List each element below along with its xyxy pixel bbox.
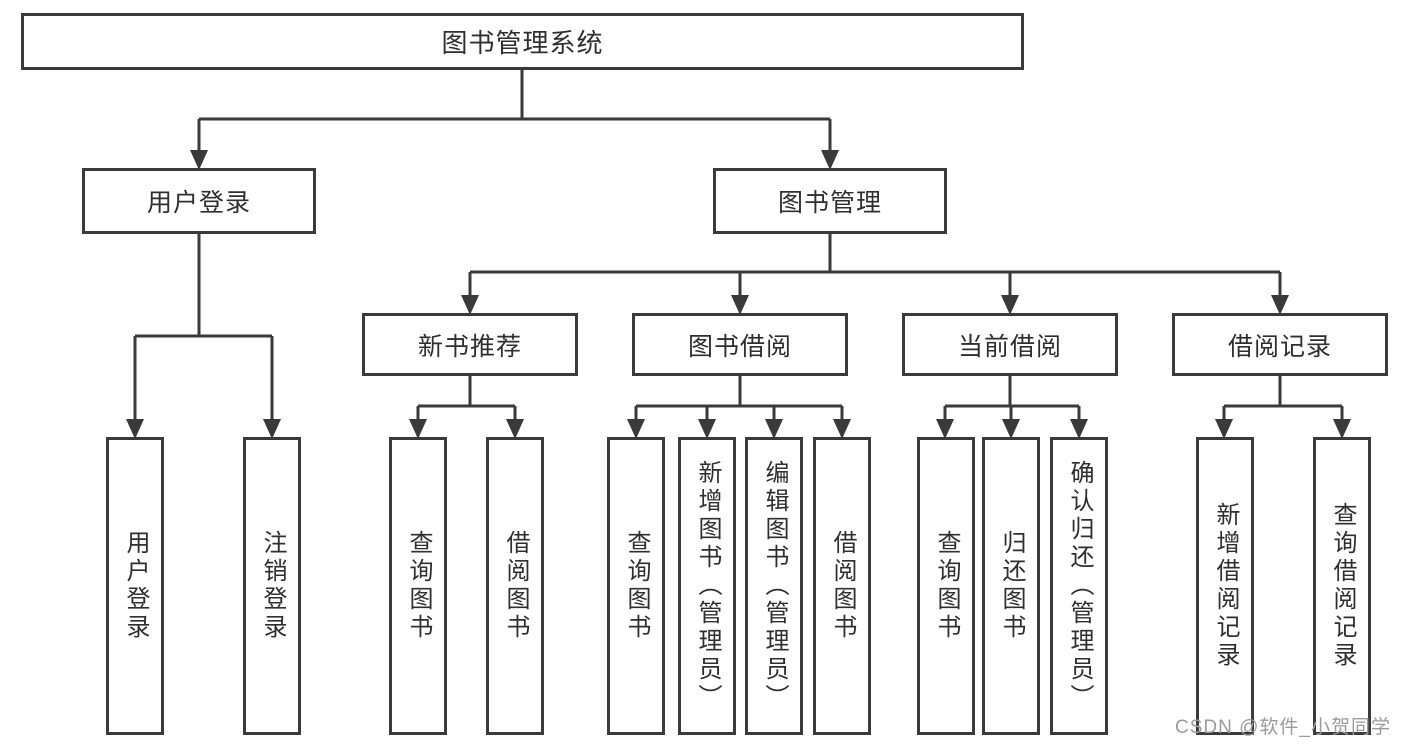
node-label: 借阅图书 <box>502 530 529 642</box>
node-label: 查询图书 <box>405 530 432 642</box>
leaf-borrow-books: 借阅图书 <box>813 437 871 735</box>
node-label: 用户登录 <box>146 189 251 217</box>
node-label: 查询借阅记录 <box>1329 502 1356 670</box>
leaf-query-borrow-record: 查询借阅记录 <box>1313 437 1371 735</box>
node-label: 当前借阅 <box>957 332 1062 361</box>
watermark: CSDN @软件_小贺同学 <box>1175 717 1391 738</box>
leaf-confirm-return-admin: 确认归还（管理员） <box>1050 437 1108 735</box>
node-label: 编辑图书（管理员） <box>761 460 788 712</box>
leaf-add-borrow-record: 新增借阅记录 <box>1196 437 1254 735</box>
node-label: 图书借阅 <box>687 332 792 361</box>
node-book-borrow: 图书借阅 <box>632 313 848 376</box>
node-user-login: 用户登录 <box>82 168 316 234</box>
leaf-logout: 注销登录 <box>243 437 301 735</box>
node-label: 归还图书 <box>998 530 1025 642</box>
node-label: 借阅记录 <box>1227 332 1332 361</box>
leaf-add-books-admin: 新增图书（管理员） <box>678 437 736 735</box>
node-current-borrow: 当前借阅 <box>902 313 1118 376</box>
node-book-management: 图书管理 <box>713 168 947 234</box>
leaf-query-books: 查询图书 <box>389 437 447 735</box>
node-root: 图书管理系统 <box>21 13 1024 70</box>
node-borrow-records: 借阅记录 <box>1172 313 1388 376</box>
leaf-return-books: 归还图书 <box>982 437 1040 735</box>
node-label: 新书推荐 <box>417 332 522 361</box>
leaf-query-books: 查询图书 <box>607 437 665 735</box>
node-label: 图书管理系统 <box>441 28 604 58</box>
node-label: 新增图书（管理员） <box>694 460 721 712</box>
node-label: 注销登录 <box>259 530 286 642</box>
node-label: 图书管理 <box>777 189 882 217</box>
leaf-user-login: 用户登录 <box>106 437 164 735</box>
node-label: 用户登录 <box>122 530 149 642</box>
node-label: 查询图书 <box>623 530 650 642</box>
leaf-edit-books-admin: 编辑图书（管理员） <box>745 437 803 735</box>
leaf-query-books: 查询图书 <box>917 437 975 735</box>
node-label: 新增借阅记录 <box>1212 502 1239 670</box>
node-label: 确认归还（管理员） <box>1066 460 1093 712</box>
node-new-book-recommend: 新书推荐 <box>362 313 578 376</box>
node-label: 借阅图书 <box>829 530 856 642</box>
leaf-borrow-books: 借阅图书 <box>486 437 544 735</box>
node-label: 查询图书 <box>933 530 960 642</box>
